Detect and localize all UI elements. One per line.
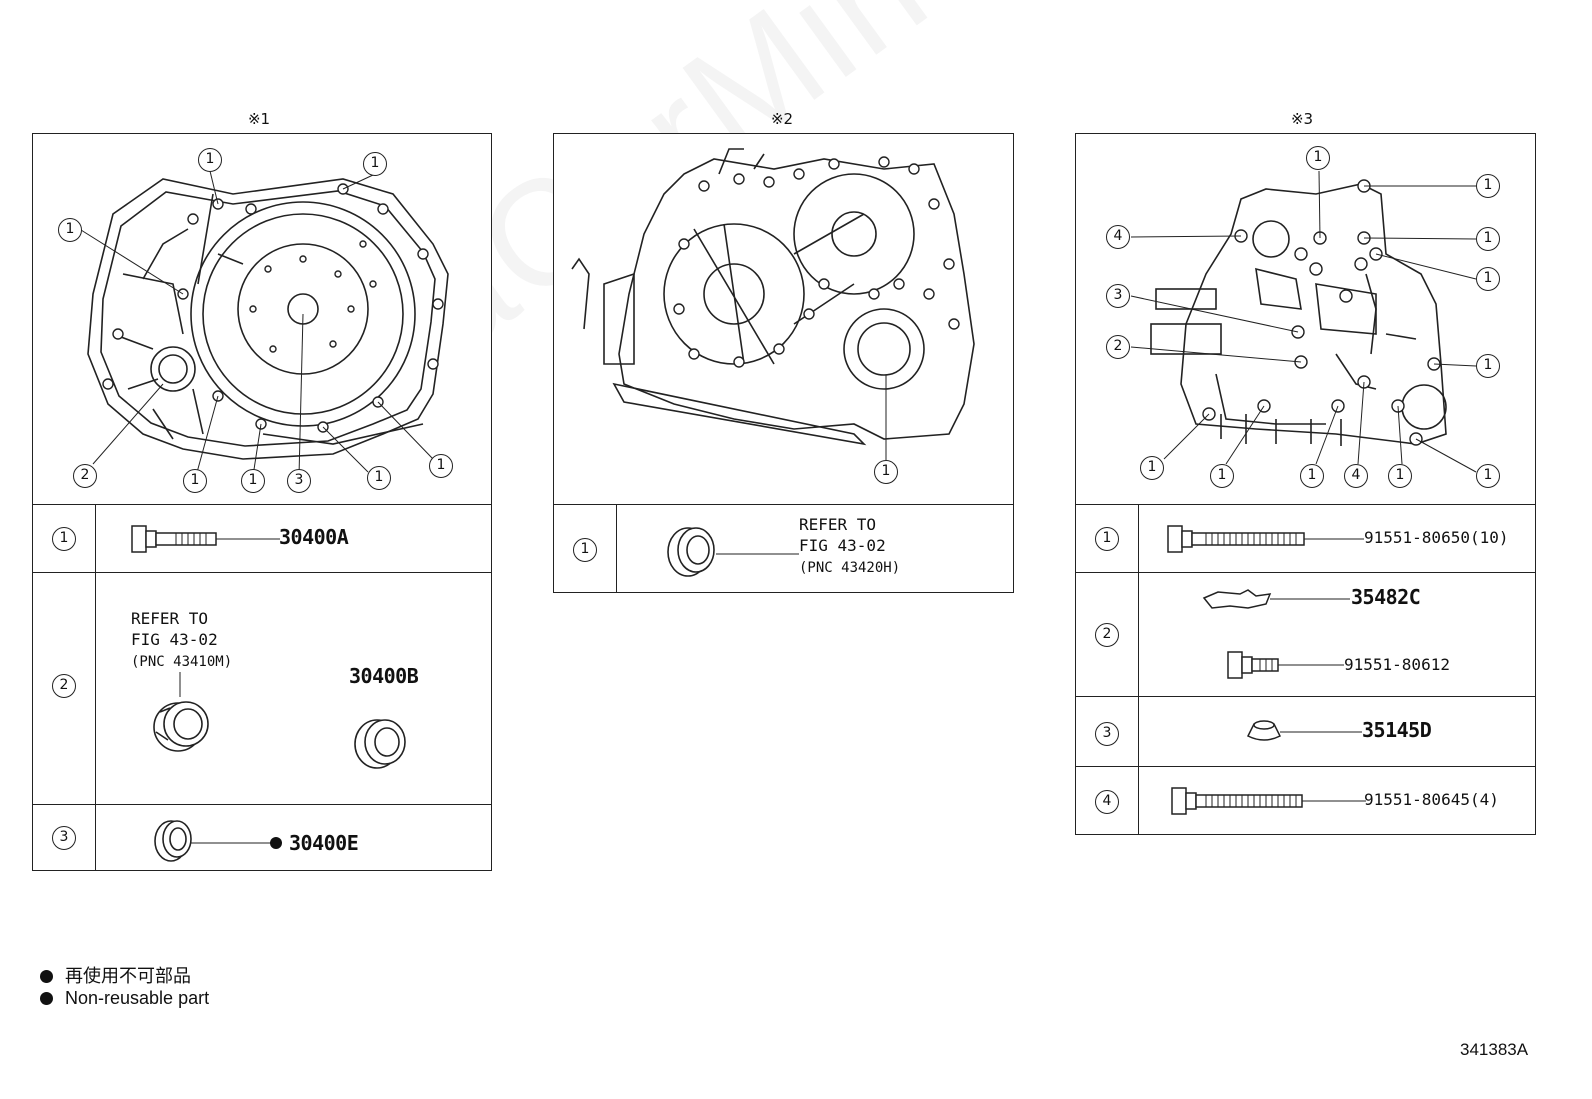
bracket-plate-icon: [1202, 589, 1350, 609]
refer-note: REFER TO FIG 43-02 (PNC 43420H): [799, 515, 901, 576]
callout-1: 1: [1300, 464, 1324, 488]
oil-seal-large-icon: [153, 672, 209, 752]
callout-1: 1: [241, 469, 265, 493]
callout-4: 4: [1344, 464, 1368, 488]
row-1-number: 1: [573, 538, 597, 562]
row-3-number: 3: [52, 826, 76, 850]
flange-bolt-long-icon: [1171, 787, 1366, 815]
transaxle-assembly-illustration: [571, 148, 975, 460]
callout-3: 3: [1106, 284, 1130, 308]
row-2-number: 2: [52, 674, 76, 698]
section-1-mark: ※1: [247, 110, 271, 128]
oil-seal-small-icon: [154, 820, 282, 862]
transaxle-housing-illustration: [80, 170, 449, 477]
part-number-30400A: 30400A: [279, 525, 349, 549]
section-2-mark: ※2: [770, 110, 794, 128]
section-3-panel: 1 1 4 1 3 1 2 1 1 1 1 4 1 1 1 91551-8065…: [1075, 133, 1536, 835]
spring-retainer-icon: [1246, 720, 1362, 741]
callout-2: 2: [1106, 335, 1130, 359]
part-number-30400B: 30400B: [349, 664, 419, 688]
part-number-35482C: 35482C: [1351, 585, 1421, 609]
legend-en: Non-reusable part: [40, 988, 209, 1009]
oil-seal-icon: [667, 527, 799, 577]
flange-bolt-long-icon: [1167, 525, 1364, 553]
part-number-91551-80612: 91551-80612: [1344, 655, 1450, 674]
section-3-mark: ※3: [1290, 110, 1314, 128]
row-2-number: 2: [1095, 623, 1119, 647]
non-reusable-dot-icon: [40, 970, 53, 983]
callout-1: 1: [198, 148, 222, 172]
row-1-number: 1: [52, 527, 76, 551]
non-reusable-dot-icon: [40, 992, 53, 1005]
part-number-35145D: 35145D: [1362, 718, 1432, 742]
callout-1: 1: [1476, 174, 1500, 198]
part-number-30400E: 30400E: [289, 831, 359, 855]
refer-note: REFER TO FIG 43-02 (PNC 43410M): [131, 609, 233, 670]
figure-id: 341383A: [1460, 1040, 1529, 1059]
oil-seal-icon: [354, 719, 406, 769]
callout-1: 1: [1210, 464, 1234, 488]
row-1-number: 1: [1095, 527, 1119, 551]
callout-1: 1: [1388, 464, 1412, 488]
callout-1: 1: [1476, 464, 1500, 488]
callout-4: 4: [1106, 225, 1130, 249]
callout-1: 1: [1476, 227, 1500, 251]
callout-1: 1: [1476, 267, 1500, 291]
callout-1: 1: [1306, 146, 1330, 170]
callout-1: 1: [429, 454, 453, 478]
callout-1: 1: [1476, 354, 1500, 378]
callout-1: 1: [367, 466, 391, 490]
part-number-91551-80645: 91551-80645(4): [1364, 790, 1499, 809]
callout-2: 2: [73, 464, 97, 488]
callout-1: 1: [1140, 456, 1164, 480]
legend-ja: 再使用不可部品: [40, 962, 191, 988]
flange-bolt-short-icon: [1227, 651, 1344, 679]
callout-1: 1: [874, 460, 898, 484]
row-4-number: 4: [1095, 790, 1119, 814]
callout-1: 1: [363, 152, 387, 176]
callout-1: 1: [183, 469, 207, 493]
section-1-panel: 1 1 1 2 1 1 3 1 1 1 30400A 2 REFER TO FI…: [32, 133, 492, 871]
callout-3: 3: [287, 469, 311, 493]
flange-bolt-icon: [131, 525, 280, 553]
row-3-number: 3: [1095, 722, 1119, 746]
callout-1: 1: [58, 218, 82, 242]
valve-body-illustration: [1130, 170, 1477, 473]
part-number-91551-80650: 91551-80650(10): [1364, 528, 1509, 547]
section-2-panel: 1 1 REFER TO FIG 43-02 (PNC 43420H): [553, 133, 1014, 593]
